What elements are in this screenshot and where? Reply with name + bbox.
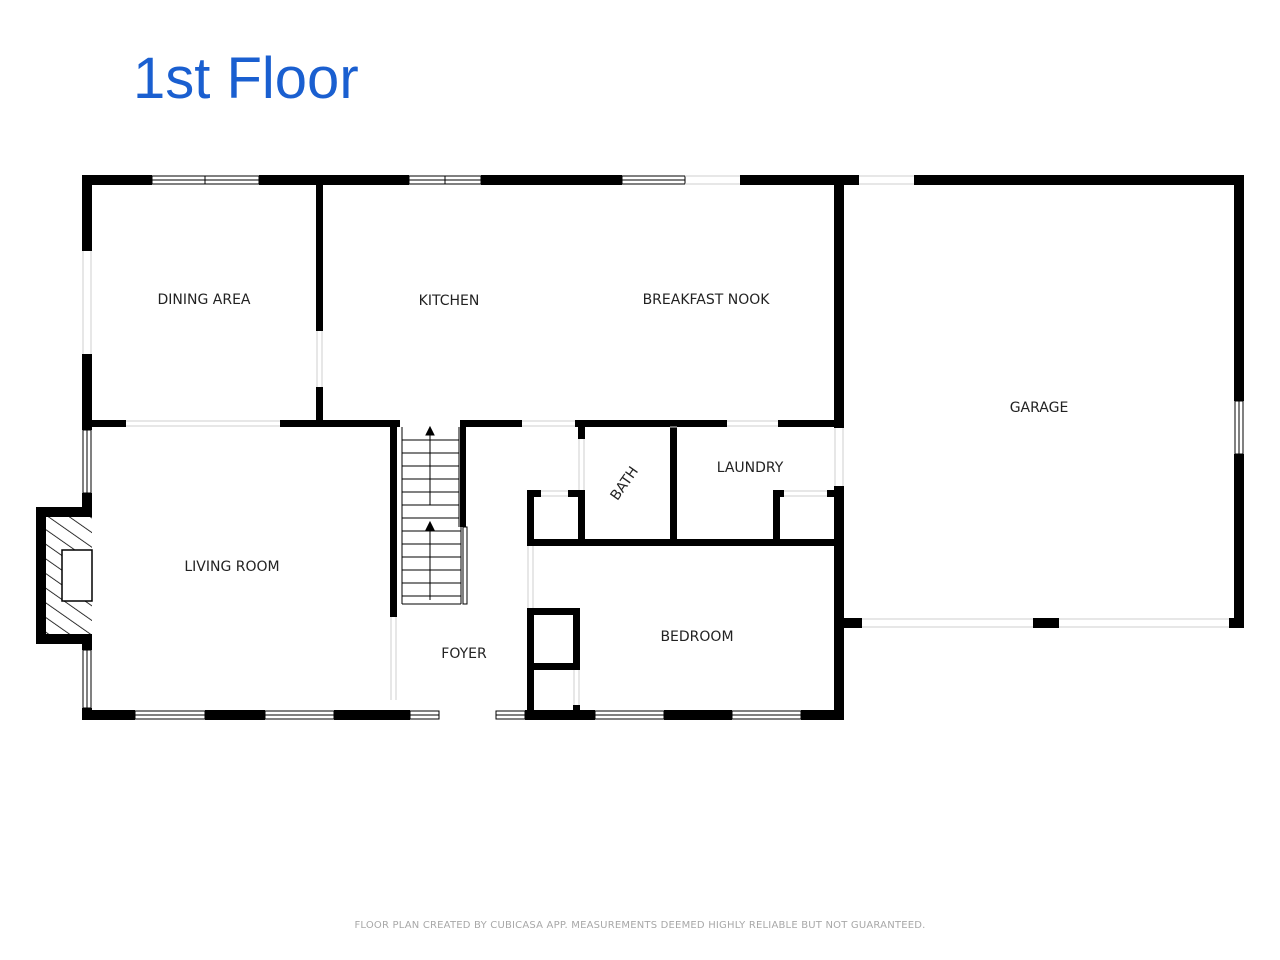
room-label-laundry: LAUNDRY [717, 460, 784, 476]
room-label-bedroom: BEDROOM [660, 629, 733, 645]
walls [82, 175, 1244, 720]
room-label-dining-area: DINING AREA [157, 292, 250, 308]
fireplace [36, 507, 93, 644]
openings [82, 175, 1229, 705]
staircase [401, 425, 468, 605]
room-label-kitchen: KITCHEN [419, 293, 480, 309]
room-label-foyer: FOYER [441, 646, 487, 662]
footer-disclaimer: FLOOR PLAN CREATED BY CUBICASA APP. MEAS… [354, 920, 926, 931]
windows [82, 175, 1244, 720]
room-label-breakfast-nook: BREAKFAST NOOK [643, 292, 771, 308]
floor-title: 1st Floor [133, 46, 359, 111]
room-label-bath: BATH [608, 464, 642, 504]
room-label-living-room: LIVING ROOM [184, 559, 279, 575]
room-label-garage: GARAGE [1010, 400, 1069, 416]
room-labels: DINING AREA KITCHEN BREAKFAST NOOK GARAG… [157, 292, 1068, 662]
